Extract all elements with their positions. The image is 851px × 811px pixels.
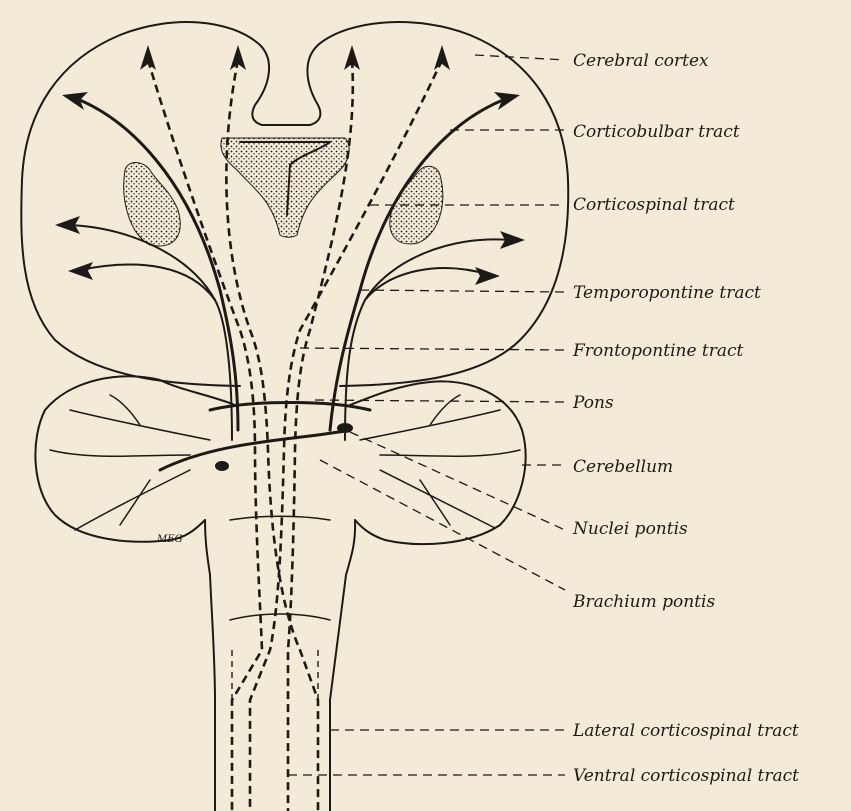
label-temporopontine-tract: Temporopontine tract xyxy=(573,283,761,303)
label-cerebellum: Cerebellum xyxy=(573,457,673,477)
cerebellum-left-outline xyxy=(35,376,235,541)
central-stippled-mass xyxy=(221,138,349,237)
label-corticospinal-tract: Corticospinal tract xyxy=(573,195,735,215)
label-lateral-corticospinal-tract: Lateral corticospinal tract xyxy=(572,721,799,741)
label-pons: Pons xyxy=(572,393,614,413)
artist-signature: MEG xyxy=(156,534,183,545)
label-ventral-corticospinal-tract: Ventral corticospinal tract xyxy=(573,766,799,786)
labels: Cerebral cortex Corticobulbar tract Cort… xyxy=(572,51,799,786)
label-frontopontine-tract: Frontopontine tract xyxy=(572,341,744,361)
cerebellum-right-outline xyxy=(350,381,526,544)
label-brachium-pontis: Brachium pontis xyxy=(572,592,715,612)
label-corticobulbar-tract: Corticobulbar tract xyxy=(573,122,740,142)
left-basal-nucleus xyxy=(124,163,180,246)
label-cerebral-cortex: Cerebral cortex xyxy=(573,51,709,71)
brainstem-left-outline xyxy=(205,520,215,811)
nucleus-pontis-left xyxy=(215,461,229,471)
nucleus-pontis-right xyxy=(337,423,353,433)
label-nuclei-pontis: Nuclei pontis xyxy=(572,519,688,539)
brainstem-right-outline xyxy=(330,520,355,811)
